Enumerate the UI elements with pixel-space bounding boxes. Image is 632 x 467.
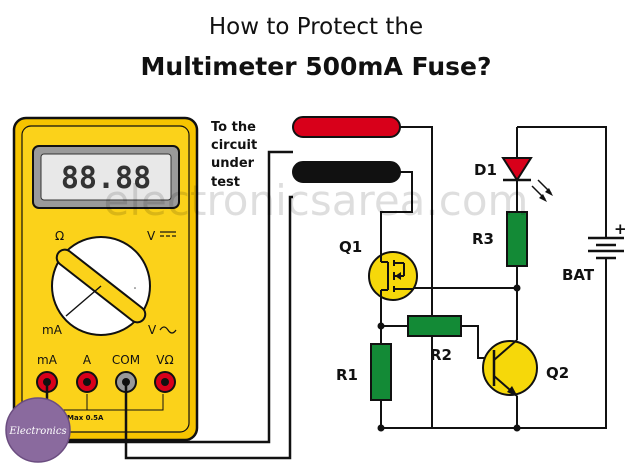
probe-note-line-3: under <box>211 156 255 171</box>
r2-resistor <box>407 315 462 337</box>
dial-pointer <box>65 285 102 317</box>
q1-mosfet <box>368 251 418 301</box>
milliamp-range-label: mA <box>42 323 63 337</box>
junction-dot <box>377 322 385 330</box>
jack-vohm[interactable] <box>154 371 176 393</box>
d1-led <box>501 157 553 202</box>
r1-resistor <box>370 343 392 401</box>
site-logo: Electronics <box>5 397 71 463</box>
ac-symbol-icon <box>159 326 177 334</box>
r1-label: R1 <box>336 366 358 384</box>
q1-label: Q1 <box>339 238 362 256</box>
q2-label: Q2 <box>546 364 569 382</box>
dc-symbol-icon <box>160 231 176 237</box>
probe-note-line-1: To the <box>211 120 256 135</box>
jack-vohm-label: VΩ <box>156 353 173 367</box>
r3-resistor <box>506 211 528 267</box>
d1-label: D1 <box>474 161 497 179</box>
wiring <box>45 126 607 460</box>
logo-text: Electronics <box>8 426 66 437</box>
jack-ma-label: mA <box>37 353 58 367</box>
title-line-1: How to Protect the <box>208 14 424 40</box>
r2-label: R2 <box>430 346 452 364</box>
jack-a[interactable] <box>76 371 98 393</box>
multimeter: 88.88 Ω V mA V mA A COM VΩ <box>12 116 199 442</box>
black-probe <box>292 161 401 183</box>
probe-note-line-4: test <box>211 175 240 190</box>
watermark: electronicsarea.com <box>104 176 529 225</box>
probe-note-line-2: circuit <box>211 138 257 153</box>
jack-a-label: A <box>83 353 92 367</box>
junction-dot <box>513 424 521 432</box>
red-probe <box>292 116 401 138</box>
title-line-2: Multimeter 500mA Fuse? <box>140 52 492 81</box>
fuse-note: Max 0.5A <box>67 414 104 422</box>
battery-plus-label: + <box>614 220 627 238</box>
battery <box>588 236 624 260</box>
r3-label: R3 <box>472 230 494 248</box>
volt-dc-range-label: V <box>147 229 156 243</box>
junction-dot <box>513 284 521 292</box>
volt-ac-range-label: V <box>148 323 157 337</box>
junction-dot <box>377 424 385 432</box>
battery-label: BAT <box>562 266 595 284</box>
lcd-readout: 88.88 <box>61 161 151 196</box>
q2-transistor <box>482 339 538 397</box>
lcd-screen <box>40 153 172 201</box>
jack-com-label: COM <box>112 353 140 367</box>
ohm-range-label: Ω <box>55 229 64 243</box>
